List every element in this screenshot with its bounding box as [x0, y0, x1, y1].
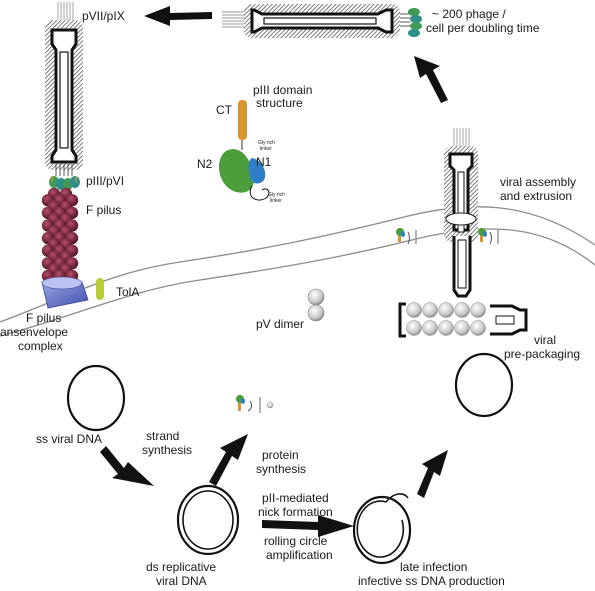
label-gly-linker-1b: linker [260, 146, 272, 152]
label-gly-linker-2b: linker [270, 198, 282, 204]
label-viral-prepackaging-2: pre-packaging [504, 347, 580, 361]
late-ss-dna-circle-icon [454, 352, 514, 418]
cell-membrane [0, 206, 595, 337]
arrow-rolling-circle-icon [262, 515, 354, 537]
phage-on-pilus [45, 2, 83, 190]
label-ct: CT [216, 103, 233, 117]
label-gly-linker-1a: Gly rich [258, 140, 275, 146]
pv-bead [470, 302, 486, 318]
label-gly-linker-2a: Gly rich [268, 192, 285, 198]
tola-icon [96, 278, 104, 300]
label-piii-domain-2: structure [256, 96, 303, 110]
ds-replicative-dna-circle-icon [176, 484, 240, 556]
label-strand-synthesis-2: synthesis [142, 443, 192, 457]
label-late-2: infective ss DNA production [358, 574, 505, 588]
label-f-pilus-complex-3: complex [18, 339, 63, 353]
label-ds-dna-2: viral DNA [156, 574, 207, 588]
extruding-phage [444, 128, 478, 298]
label-viral-prepackaging-1: viral [534, 333, 556, 347]
label-pv-dimer: pV dimer [256, 317, 304, 331]
pv-bead [406, 320, 422, 336]
piii-pvi-tip-icon [49, 176, 80, 190]
arrow-protein-synthesis-icon [209, 434, 248, 486]
label-late-1: late infection [400, 560, 467, 574]
label-ss-viral-dna: ss viral DNA [36, 432, 102, 446]
label-f-pilus: F pilus [86, 203, 121, 217]
label-rolling-2: amplification [266, 548, 333, 562]
arrow-late-infection-icon [417, 450, 448, 498]
pre-packaging-icon [398, 302, 528, 338]
label-n2: N2 [197, 157, 213, 171]
label-pii-nick-2: nick formation [258, 505, 333, 519]
label-tola: TolA [116, 285, 139, 299]
membrane-protein-icons [396, 228, 499, 245]
arrow-strand-synthesis-icon [100, 446, 154, 486]
f-pilus-complex-icon [41, 276, 89, 309]
label-viral-assembly-1: viral assembly [500, 175, 576, 189]
pv-dimer-icon [307, 288, 325, 322]
pv-bead [406, 302, 422, 318]
f-pilus-icon [41, 187, 79, 289]
label-protein-synthesis-2: synthesis [256, 462, 306, 476]
protein-synthesis-icon [236, 395, 274, 413]
pv-bead [454, 302, 470, 318]
label-n1: N1 [256, 155, 272, 169]
ss-viral-dna-circle-icon [66, 364, 126, 432]
arrow-release-icon [144, 6, 212, 26]
label-protein-synthesis-1: protein [262, 448, 299, 462]
pv-bead [454, 320, 470, 336]
label-f-pilus-complex-2: ansenvelope [0, 325, 68, 339]
label-piii-pvi: pIII/pVI [86, 174, 124, 188]
label-pii-nick-1: pII-mediated [262, 491, 329, 505]
released-phage [222, 4, 422, 38]
arrow-assembly-up-icon [414, 56, 448, 103]
pvii-pix-tip-icon [57, 2, 74, 22]
label-f-pilus-complex-1: F pilus [26, 311, 61, 325]
pv-bead [438, 320, 454, 336]
label-viral-assembly-2: and extrusion [500, 189, 572, 203]
pv-bead [422, 320, 438, 336]
label-strand-synthesis-1: strand [146, 429, 179, 443]
rolling-circle-dna-icon [352, 493, 412, 565]
pv-bead [470, 320, 486, 336]
label-ds-dna-1: ds replicative [146, 560, 216, 574]
piii-domain-structure-icon [218, 100, 270, 201]
pv-bead [422, 302, 438, 318]
label-piii-domain-1: pIII domain [253, 83, 312, 97]
label-phage-count-2: cell per doubling time [426, 21, 540, 35]
label-phage-count-1: ~ 200 phage / [432, 7, 506, 21]
label-pvii-pix: pVII/pIX [82, 9, 125, 23]
label-rolling-1: rolling circle [264, 534, 328, 548]
pv-bead [438, 302, 454, 318]
